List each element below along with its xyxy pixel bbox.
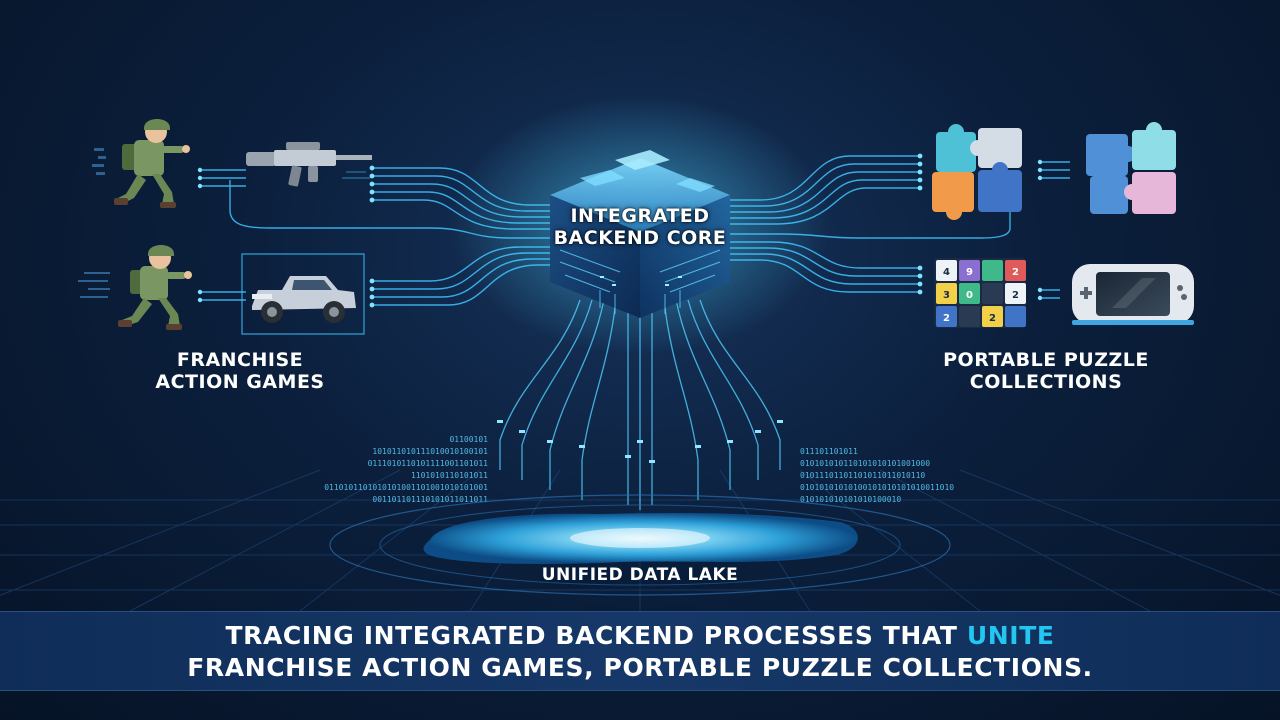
caption-highlight: UNITE xyxy=(966,621,1055,650)
data-lake-label: UNIFIED DATA LAKE xyxy=(541,565,739,585)
binary-line: 01011101101101011011010110 xyxy=(800,471,925,480)
core-label: INTEGRATED BACKEND CORE xyxy=(510,205,770,250)
grid-cell xyxy=(1005,260,1026,281)
core-label-line2: BACKEND CORE xyxy=(553,226,727,249)
data-lake xyxy=(329,494,951,596)
caption-text: TRACING INTEGRATED BACKEND PROCESSES THA… xyxy=(0,620,1280,684)
binary-line: 0110101101010101001101001010101001 xyxy=(324,483,488,492)
core-label-line1: INTEGRATED xyxy=(570,205,710,227)
right-circuit-nodes xyxy=(917,153,1043,301)
puzzle-label-line2: COLLECTIONS xyxy=(969,370,1123,393)
grid-cell xyxy=(1005,283,1026,304)
franchise-label-line1: FRANCHISE xyxy=(176,349,304,371)
binary-line: 01100101 xyxy=(449,435,488,444)
grid-cell-number: 2 xyxy=(1012,267,1019,278)
server-cube-icon xyxy=(550,150,730,318)
stream-bits xyxy=(497,420,783,463)
grid-cell xyxy=(959,283,980,304)
grid-cell xyxy=(936,260,957,281)
binary-left: 01100101 101011010111010010100101 011101… xyxy=(324,435,488,504)
grid-cell xyxy=(982,260,1003,281)
puzzle-icon xyxy=(932,124,1022,220)
grid-cell xyxy=(936,306,957,327)
soldier-icon xyxy=(92,119,190,208)
number-grid-icon: 4 9 2 3 0 2 2 2 xyxy=(934,258,1026,328)
grid-cell xyxy=(1005,306,1026,327)
caption-line1-prefix: TRACING INTEGRATED BACKEND PROCESSES THA… xyxy=(225,621,967,650)
puzzle-label-line1: PORTABLE PUZZLE xyxy=(943,349,1149,371)
binary-line: 010101010110101010101001000 xyxy=(800,459,930,468)
grid-cell-number: 2 xyxy=(989,313,996,324)
binary-right: 011101101011 010101010110101010101001000… xyxy=(800,447,954,504)
franchise-label: FRANCHISE ACTION GAMES xyxy=(110,349,370,394)
grid-cell-number: 2 xyxy=(1012,290,1019,301)
binary-line: 010101010101010100010 xyxy=(800,495,901,504)
left-circuit-nodes xyxy=(197,165,375,308)
franchise-label-line2: ACTION GAMES xyxy=(155,370,325,393)
binary-line: 011101101011 xyxy=(800,447,858,456)
grid-cell xyxy=(959,306,980,327)
grid-cell-number: 3 xyxy=(943,290,950,301)
caption-banner: TRACING INTEGRATED BACKEND PROCESSES THA… xyxy=(0,611,1280,691)
binary-line: 001101101110101011011011 xyxy=(372,495,488,504)
binary-line: 101011010111010010100101 xyxy=(372,447,488,456)
grid-cell xyxy=(936,283,957,304)
truck-icon xyxy=(241,253,365,335)
binary-line: 0111010110101111001101011 xyxy=(368,459,489,468)
binary-line: 01010101010100101010101010011010 xyxy=(800,483,954,492)
grid-cell-number: 9 xyxy=(966,267,973,278)
grid-cell xyxy=(959,260,980,281)
grid-cell xyxy=(982,306,1003,327)
soldier-icon xyxy=(78,245,192,330)
grid-cell-number: 0 xyxy=(966,290,973,301)
grid-cell-number: 4 xyxy=(943,267,950,278)
handheld-console-icon xyxy=(1072,264,1194,325)
puzzle-icon xyxy=(1086,122,1176,214)
rifle-icon xyxy=(246,142,372,187)
binary-line: 1101010110101011 xyxy=(411,471,488,480)
grid-cell-number: 2 xyxy=(943,313,950,324)
caption-line2: FRANCHISE ACTION GAMES, PORTABLE PUZZLE … xyxy=(187,653,1093,682)
puzzle-label: PORTABLE PUZZLE COLLECTIONS xyxy=(916,349,1176,394)
caption-line1: TRACING INTEGRATED BACKEND PROCESSES THA… xyxy=(0,620,1280,652)
grid-cell xyxy=(982,283,1003,304)
